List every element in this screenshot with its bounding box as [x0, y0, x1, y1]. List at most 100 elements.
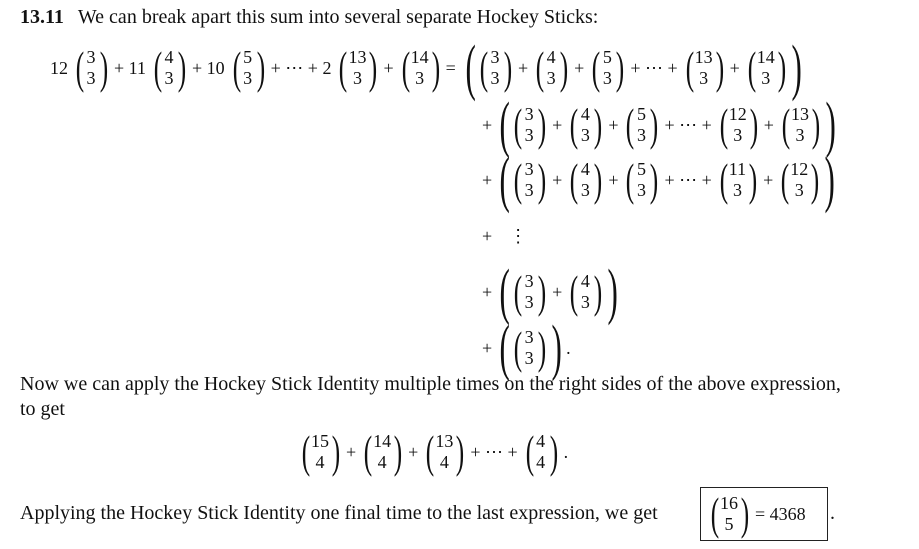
binom-top: 11: [728, 159, 747, 179]
math-text: +: [729, 57, 740, 78]
math-text: +: [482, 114, 493, 135]
right-paren: ): [777, 42, 786, 93]
paragraph-1-cont: to get: [20, 398, 65, 420]
binom-bottom: 3: [524, 180, 534, 200]
big-right-paren: ): [551, 314, 562, 382]
right-paren: ): [749, 99, 758, 150]
right-paren: ): [537, 154, 547, 205]
left-paren: (: [232, 42, 241, 93]
left-paren: (: [513, 154, 523, 205]
binom-bottom: 4: [536, 452, 546, 472]
right-paren: ): [811, 99, 821, 150]
math-text: + ⋯ +: [630, 57, 678, 78]
math-text: ⋮: [500, 225, 528, 246]
binom-bottom: 3: [795, 125, 805, 145]
math-text: +: [482, 337, 493, 358]
binom-bottom: 3: [415, 68, 425, 88]
binom-bottom: 3: [794, 180, 804, 200]
binom-top: 4: [580, 104, 590, 124]
right-paren: ): [650, 154, 659, 205]
binom-top: 3: [524, 104, 534, 124]
big-left-paren: (: [499, 314, 510, 382]
problem-number: 13.11: [20, 6, 64, 28]
left-paren: (: [426, 426, 435, 477]
binom-bottom: 3: [761, 68, 771, 88]
math-text: +: [763, 114, 774, 135]
left-paren: (: [339, 42, 348, 93]
math-text: =: [445, 57, 456, 78]
right-paren: ): [559, 42, 569, 93]
binom-top: 14: [756, 47, 775, 67]
math-text: + ⋯ +: [470, 441, 518, 462]
math-text: +: [574, 57, 585, 78]
binom-top: 3: [524, 159, 534, 179]
math-text: +: [608, 114, 619, 135]
math-text: +: [552, 114, 563, 135]
right-paren: ): [456, 426, 465, 477]
right-paren: ): [650, 99, 659, 150]
right-paren: ): [594, 99, 603, 150]
binom-top: 4: [164, 47, 174, 67]
left-paren: (: [781, 99, 791, 150]
right-paren: ): [537, 99, 547, 150]
binom-bottom: 3: [699, 68, 709, 88]
binom-bottom: 4: [315, 452, 325, 472]
left-paren: (: [479, 42, 489, 93]
binom-top: 14: [410, 47, 429, 67]
binom-top: 5: [636, 159, 646, 179]
math-text: + 11: [114, 57, 146, 78]
left-paren: (: [710, 488, 720, 539]
math-text: = 4368: [755, 503, 806, 524]
big-left-paren: (: [499, 258, 510, 326]
right-paren: ): [369, 42, 378, 93]
binom-top: 5: [636, 104, 646, 124]
binom-top: 4: [536, 431, 546, 451]
math-text: +: [346, 441, 357, 462]
binom-bottom: 3: [490, 68, 500, 88]
right-paren: ): [715, 42, 724, 93]
binom-top: 13: [790, 104, 809, 124]
math-text: +: [482, 169, 493, 190]
right-paren: ): [740, 488, 750, 539]
math-text: +: [608, 169, 619, 190]
binom-bottom: 3: [636, 125, 646, 145]
right-paren: ): [594, 266, 603, 317]
paragraph-2: Applying the Hockey Stick Identity one f…: [20, 502, 658, 524]
big-left-paren: (: [465, 34, 476, 102]
big-left-paren: (: [499, 146, 510, 214]
